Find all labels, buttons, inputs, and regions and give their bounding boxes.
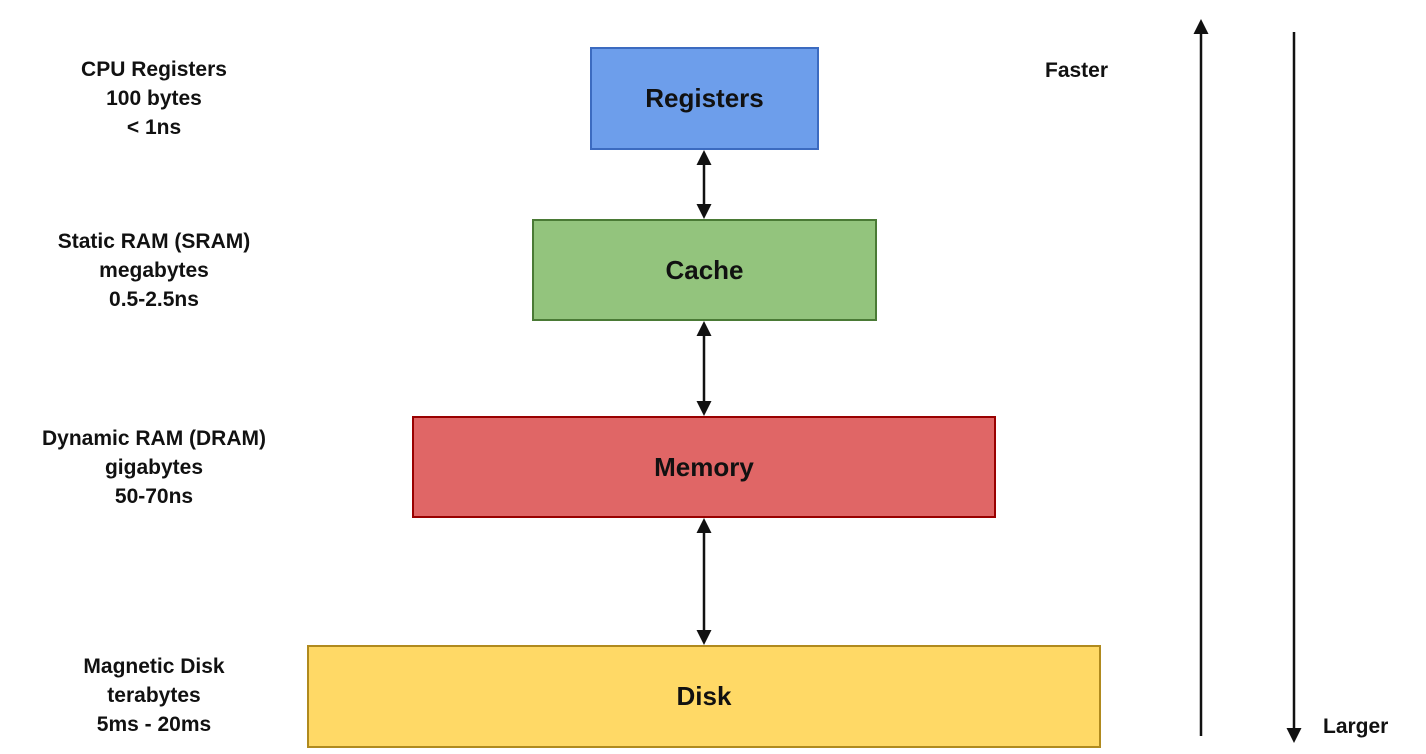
registers-latency: < 1ns	[126, 116, 182, 139]
disk-description: Magnetic Disk terabytes 5ms - 20ms	[34, 652, 274, 739]
disk-size: terabytes	[107, 684, 201, 707]
cache-size: megabytes	[99, 259, 209, 282]
memory-box: Memory	[412, 416, 996, 518]
disk-tech: Magnetic Disk	[83, 655, 225, 678]
memory-size: gigabytes	[104, 456, 204, 479]
memory-box-label: Memory	[654, 451, 754, 482]
memory-description: Dynamic RAM (DRAM) gigabytes 50-70ns	[4, 424, 304, 511]
registers-box: Registers	[590, 47, 819, 150]
registers-description: CPU Registers 100 bytes < 1ns	[34, 55, 274, 142]
registers-tech: CPU Registers	[81, 58, 227, 81]
larger-label: Larger	[1323, 715, 1389, 738]
disk-box-label: Disk	[676, 681, 732, 711]
cache-tech: Static RAM (SRAM)	[57, 230, 251, 253]
memory-tech: Dynamic RAM (DRAM)	[41, 427, 266, 450]
memory-latency: 50-70ns	[114, 485, 194, 508]
disk-latency: 5ms - 20ms	[96, 713, 212, 736]
registers-size: 100 bytes	[106, 87, 202, 110]
cache-latency: 0.5-2.5ns	[109, 288, 199, 311]
disk-box: Disk	[307, 645, 1101, 748]
cache-box: Cache	[532, 219, 877, 321]
cache-description: Static RAM (SRAM) megabytes 0.5-2.5ns	[14, 227, 294, 314]
cache-box-label: Cache	[665, 254, 744, 285]
faster-label: Faster	[1045, 59, 1109, 82]
registers-box-label: Registers	[645, 83, 764, 113]
